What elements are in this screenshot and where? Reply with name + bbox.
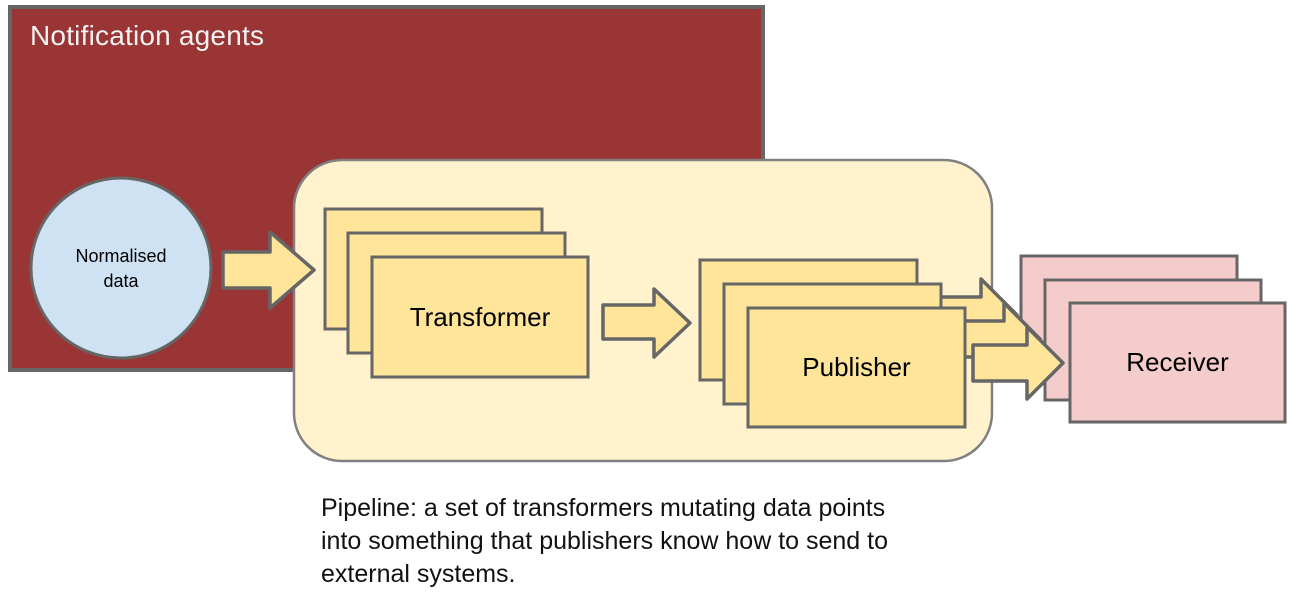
pipeline-caption-line-2: into something that publishers know how … (321, 527, 889, 555)
normalised-data-circle (29, 176, 213, 360)
publisher-box-front (746, 306, 967, 429)
pipeline-caption-line-3: external systems. (321, 560, 516, 588)
arrow-transformer-to-publisher (601, 287, 692, 359)
arrow-publisher-to-receiver-front (971, 325, 1065, 401)
transformer-box-front (370, 255, 590, 379)
notification-agents-title: Notification agents (30, 20, 265, 51)
pipeline-caption: Pipeline: a set of transformers mutating… (321, 492, 1001, 591)
pipeline-caption-line-1: Pipeline: a set of transformers mutating… (321, 494, 886, 522)
receiver-box-front (1068, 301, 1287, 424)
arrow-data-to-transformer (221, 230, 316, 310)
